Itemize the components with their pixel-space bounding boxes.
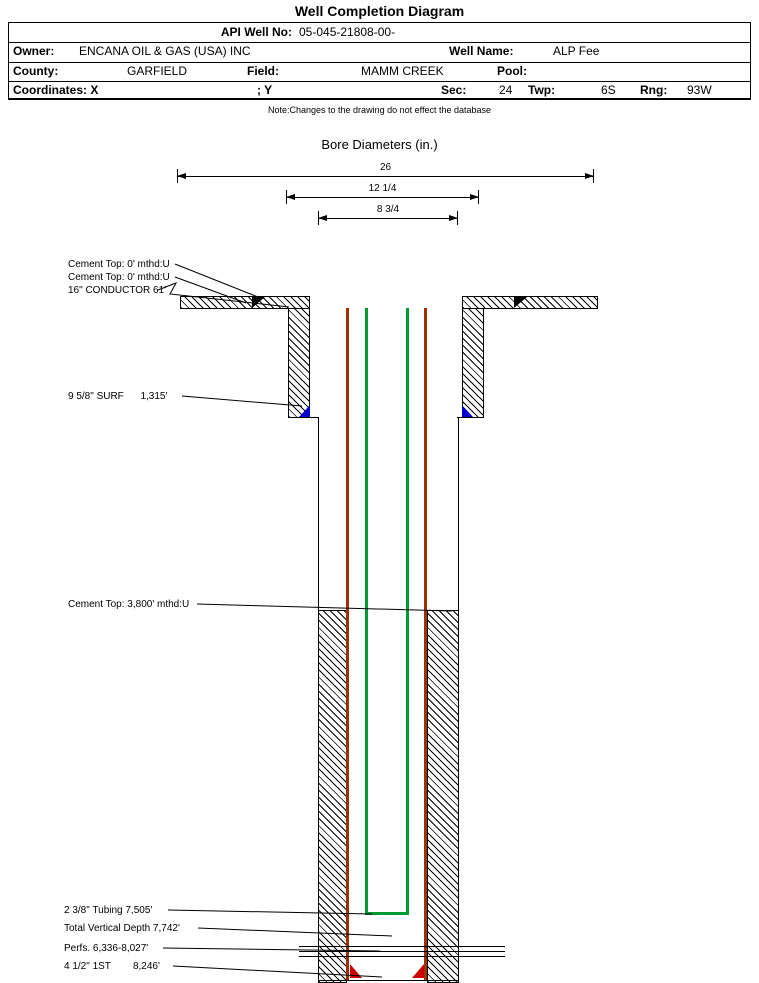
owner-value: ENCANA OIL & GAS (USA) INC	[79, 44, 251, 58]
dimension-line	[177, 176, 594, 177]
production-cement-left	[318, 610, 347, 983]
perforation-line	[299, 946, 505, 947]
county-label: County:	[13, 64, 59, 78]
extension-tick	[457, 211, 458, 225]
surface-casing-cement-left	[288, 308, 310, 418]
annotation-cement-top-3800: Cement Top: 3,800' mthd:U	[68, 599, 190, 610]
surface-casing-shoe-right	[462, 405, 473, 417]
coordinates-label: Coordinates: X	[13, 83, 99, 97]
dimension-label: 26	[379, 162, 392, 173]
tubing-bottom-end	[365, 912, 409, 915]
arrow-left-icon	[177, 173, 186, 179]
twp-value: 6S	[601, 83, 616, 97]
sec-label: Sec:	[441, 83, 467, 97]
surface-casing-shoe-left	[299, 405, 310, 417]
annotation-tvd: Total Vertical Depth 7,742'	[64, 923, 180, 934]
leader-tvd	[197, 927, 393, 937]
leader-surface-casing	[181, 395, 303, 407]
extension-tick	[177, 169, 178, 183]
field-value: MAMM CREEK	[361, 64, 444, 78]
dimension-line	[286, 197, 479, 198]
annotation-cement-top-0-a: Cement Top: 0' mthd:U	[68, 259, 170, 270]
twp-label: Twp:	[528, 83, 556, 97]
field-label: Field:	[247, 64, 279, 78]
county-value: GARFIELD	[127, 64, 188, 78]
pool-label: Pool:	[497, 64, 527, 78]
well-name-value: ALP Fee	[553, 44, 600, 58]
coordinates-y-label: ; Y	[257, 83, 273, 97]
rng-label: Rng:	[640, 83, 668, 97]
extension-tick	[478, 190, 479, 204]
annotation-conductor: 16" CONDUCTOR 61'	[68, 285, 167, 296]
arrow-left-icon	[286, 194, 295, 200]
perforation-line	[299, 956, 505, 957]
arrow-left-icon	[318, 215, 327, 221]
note-text: Note:Changes to the drawing do not effec…	[268, 105, 491, 115]
perforation-line	[299, 951, 505, 952]
owner-label: Owner:	[13, 44, 55, 58]
conductor-flange-right	[462, 296, 598, 309]
annotation-surface-casing: 9 5/8" SURF 1,315'	[68, 391, 168, 402]
table-row-divider	[9, 62, 750, 63]
arrow-right-icon	[585, 173, 594, 179]
api-well-no-value: 05-045-21808-00-	[299, 25, 396, 39]
arrow-right-icon	[470, 194, 479, 200]
api-well-no-label: API Well No:	[220, 25, 292, 39]
annotation-production-casing: 4 1/2" 1ST 8,246'	[64, 961, 160, 972]
well-name-label: Well Name:	[449, 44, 514, 58]
table-row-divider	[9, 81, 750, 82]
tubing-right	[406, 308, 409, 915]
annotation-cement-top-0-b: Cement Top: 0' mthd:U	[68, 272, 170, 283]
dimension-label: 8 3/4	[376, 204, 400, 215]
arrow-right-icon	[449, 215, 458, 221]
page-title: Well Completion Diagram	[294, 3, 465, 19]
table-row-divider	[9, 42, 750, 43]
dimension-line	[318, 218, 458, 219]
surface-casing-cement-right	[462, 308, 484, 418]
production-casing-right	[424, 308, 427, 981]
production-casing-shoe-left	[350, 964, 362, 978]
borehole-step-left	[309, 417, 319, 418]
bore-diameters-title: Bore Diameters (in.)	[321, 137, 438, 152]
sec-value: 24	[499, 83, 513, 97]
ground-marker-icon	[252, 297, 265, 308]
extension-tick	[286, 190, 287, 204]
production-casing-shoe-right	[412, 964, 424, 978]
tubing-left	[365, 308, 368, 915]
extension-tick	[593, 169, 594, 183]
extension-tick	[318, 211, 319, 225]
annotation-perfs: Perfs. 6,336-8,027'	[64, 943, 149, 954]
casing-bottom-line	[318, 980, 459, 981]
dimension-label: 12 1/4	[368, 183, 397, 194]
ground-marker-icon	[514, 297, 527, 308]
borehole-step-right	[457, 417, 463, 418]
rng-value: 93W	[687, 83, 712, 97]
header-table: API Well No: 05-045-21808-00- Owner: ENC…	[8, 22, 751, 100]
annotation-tubing: 2 3/8" Tubing 7,505'	[64, 905, 153, 916]
production-casing-left	[346, 308, 349, 981]
leader-cement-top-0-a	[174, 263, 259, 298]
production-cement-right	[427, 610, 459, 983]
